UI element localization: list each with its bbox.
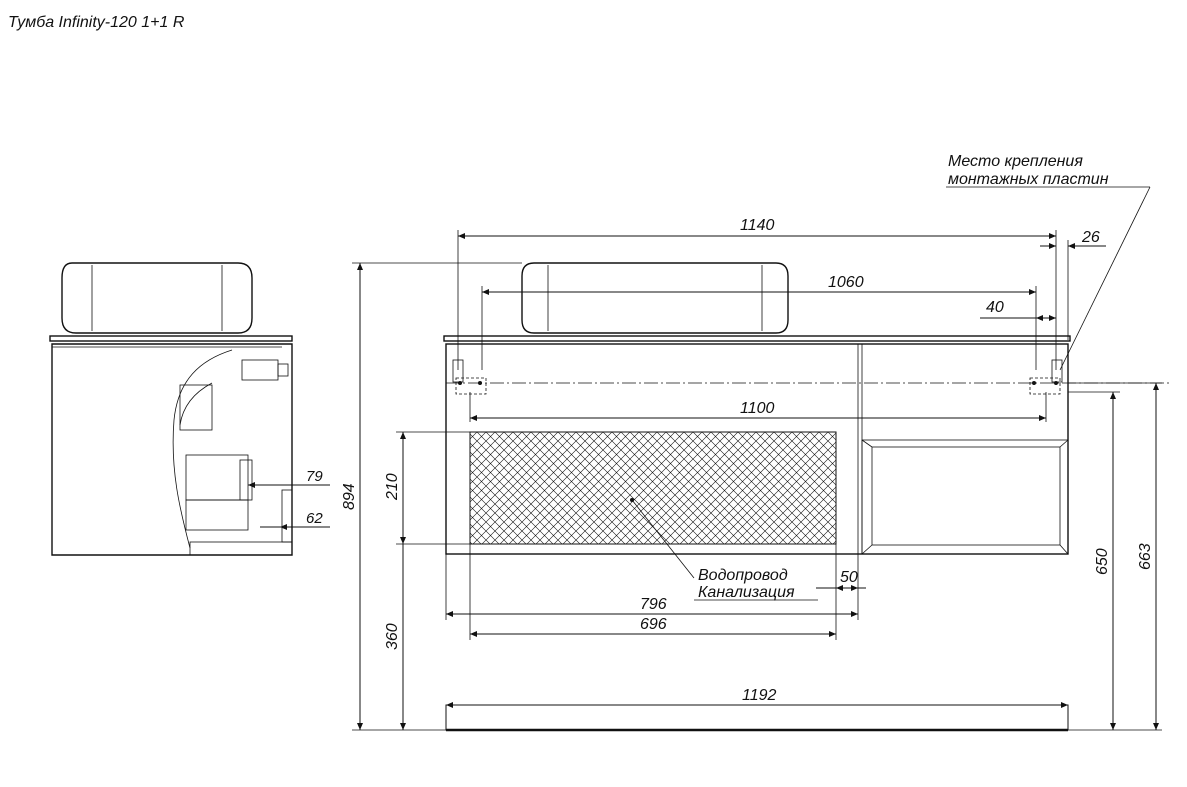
mounting-plate-right (1029, 359, 1063, 395)
dim-40: 40 (986, 299, 1004, 316)
dim-62: 62 (306, 510, 323, 527)
dim-1192: 1192 (742, 687, 777, 704)
side-basin (61, 262, 253, 334)
front-view (443, 262, 1170, 732)
dim-50: 50 (840, 569, 858, 586)
front-countertop (443, 335, 1071, 342)
front-basin (521, 262, 789, 334)
dim-696: 696 (640, 616, 667, 633)
dim-650: 650 (1094, 548, 1111, 575)
dim-210: 210 (384, 473, 401, 501)
dim-1140: 1140 (740, 217, 775, 234)
dim-1100: 1100 (740, 400, 775, 417)
callout-line2: монтажных пластин (948, 171, 1109, 188)
side-countertop (49, 335, 293, 342)
pipe-zone (469, 431, 837, 545)
dim-1060: 1060 (828, 274, 864, 291)
dim-360: 360 (384, 623, 401, 650)
front-base (445, 704, 1069, 731)
callout-line1: Место крепления (948, 153, 1083, 170)
dim-79: 79 (306, 468, 323, 485)
side-cabinet (51, 343, 293, 556)
pipe-label-water: Водопровод (698, 567, 788, 584)
dim-894: 894 (341, 483, 358, 510)
side-view: 79 62 (49, 262, 330, 556)
pipe-label-sewer: Канализация (698, 584, 795, 601)
drawing-title: Тумба Infinity-120 1+1 R (8, 14, 185, 31)
dim-663: 663 (1137, 543, 1154, 570)
dim-26: 26 (1081, 229, 1100, 246)
dim-796: 796 (640, 596, 667, 613)
